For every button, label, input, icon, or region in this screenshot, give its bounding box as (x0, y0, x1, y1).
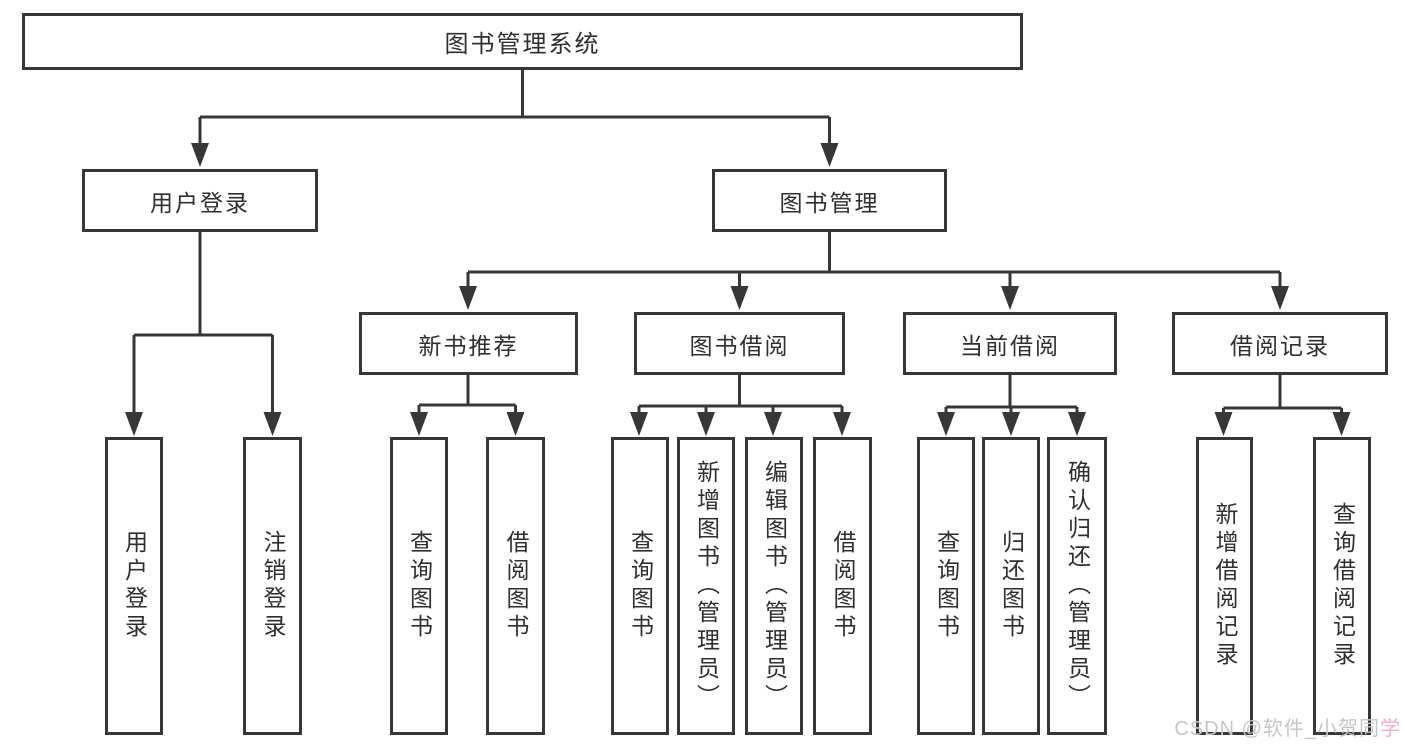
node-new-book-recommend: 新书推荐 (359, 312, 578, 375)
leaf-add-borrow-record-label: 新增借阅记录 (1212, 502, 1238, 670)
node-book-borrow-label: 图书借阅 (689, 332, 790, 359)
leaf-borrow-books-1: 借阅图书 (486, 437, 545, 735)
csdn-watermark-accent: 学 (1380, 718, 1401, 740)
leaf-logout: 注销登录 (243, 437, 302, 735)
leaf-edit-books-admin-label: 编辑图书（管理员） (761, 460, 788, 712)
leaf-borrow-books-1-label: 借阅图书 (503, 530, 529, 642)
leaf-add-books-admin-label: 新增图书（管理员） (693, 460, 720, 712)
leaf-borrow-books-2-label: 借阅图书 (830, 530, 856, 642)
leaf-query-books-1-label: 查询图书 (406, 530, 433, 642)
csdn-watermark: CSDN @软件_小贺同学 (1174, 712, 1401, 741)
leaf-logout-label: 注销登录 (260, 530, 286, 642)
leaf-query-books-2: 查询图书 (611, 437, 669, 735)
leaf-query-books-3: 查询图书 (917, 437, 975, 735)
node-borrow-records-label: 借阅记录 (1230, 332, 1330, 359)
leaf-query-books-1: 查询图书 (390, 437, 448, 735)
leaf-return-books: 归还图书 (982, 437, 1040, 735)
leaf-query-borrow-record: 查询借阅记录 (1313, 437, 1371, 735)
csdn-watermark-text: CSDN @软件_小贺同 (1174, 718, 1380, 740)
leaf-confirm-return-admin-label: 确认归还（管理员） (1064, 460, 1091, 712)
node-root-label: 图书管理系统 (444, 31, 601, 58)
node-current-borrow: 当前借阅 (903, 312, 1117, 375)
node-book-management-label: 图书管理 (779, 189, 880, 216)
node-user-login-label: 用户登录 (150, 189, 250, 216)
leaf-query-books-2-label: 查询图书 (627, 530, 654, 642)
node-book-borrow: 图书借阅 (634, 312, 845, 375)
node-root: 图书管理系统 (22, 13, 1023, 70)
leaf-user-login-label: 用户登录 (121, 530, 148, 642)
leaf-confirm-return-admin: 确认归还（管理员） (1047, 437, 1107, 735)
leaf-user-login: 用户登录 (105, 437, 163, 735)
leaf-borrow-books-2: 借阅图书 (813, 437, 872, 735)
leaf-return-books-label: 归还图书 (998, 530, 1025, 642)
leaf-edit-books-admin: 编辑图书（管理员） (745, 437, 803, 735)
leaf-query-borrow-record-label: 查询借阅记录 (1329, 502, 1356, 670)
leaf-add-books-admin: 新增图书（管理员） (677, 437, 735, 735)
leaf-add-borrow-record: 新增借阅记录 (1196, 437, 1253, 735)
node-borrow-records: 借阅记录 (1172, 312, 1388, 375)
arrowheads (125, 143, 1351, 436)
node-current-borrow-label: 当前借阅 (960, 332, 1060, 359)
leaf-query-books-3-label: 查询图书 (933, 530, 960, 642)
node-user-login: 用户登录 (82, 169, 318, 232)
node-book-management: 图书管理 (712, 169, 947, 232)
node-new-book-recommend-label: 新书推荐 (418, 332, 519, 359)
